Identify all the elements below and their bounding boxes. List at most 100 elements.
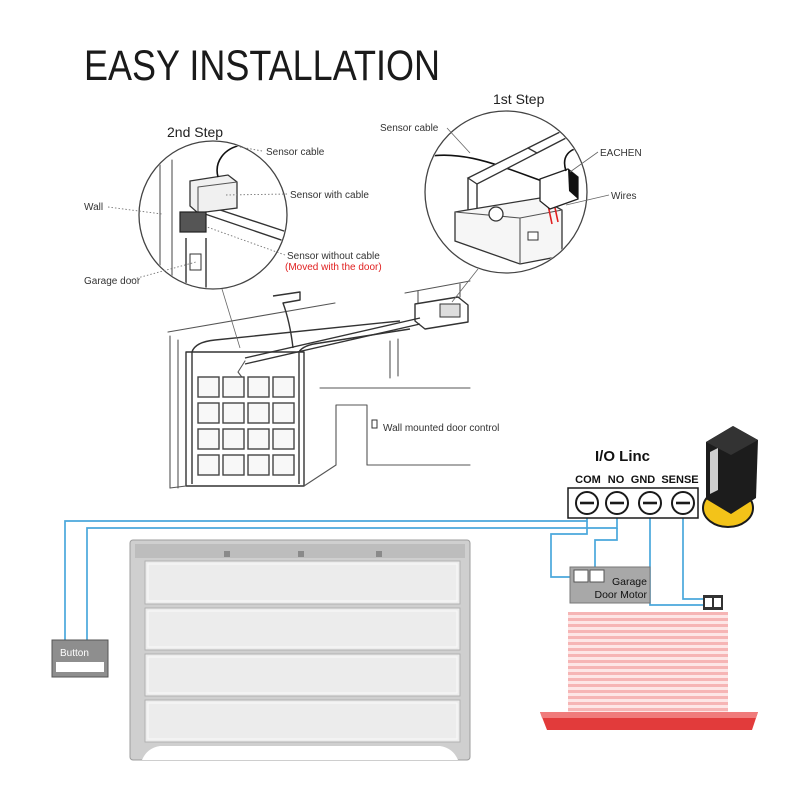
opener-motor-cover — [439, 303, 461, 318]
door-panel — [247, 402, 270, 424]
door-panel — [197, 376, 220, 398]
door-sensor — [703, 595, 723, 610]
garage-door-section — [144, 607, 461, 651]
step2-heading: 2nd Step — [167, 124, 223, 140]
rail-hanger-left — [389, 338, 399, 379]
step1-heading: 1st Step — [493, 91, 545, 107]
page-title: EASY INSTALLATION — [84, 42, 440, 90]
eachen-label: EACHEN — [600, 148, 642, 159]
garage-door-bottom-seal — [142, 746, 458, 760]
terminal-label-no: NO — [608, 474, 625, 486]
motor-terminal — [573, 569, 589, 583]
terminal-sense — [671, 491, 695, 515]
header-tab — [376, 551, 382, 557]
terminal-gnd — [638, 491, 662, 515]
door-panel — [197, 402, 220, 424]
step1-callout: 1st Step Sensor cable EACHEN Wires — [380, 91, 642, 274]
wires-label: Wires — [611, 191, 637, 202]
button-face — [56, 662, 104, 672]
door-panel — [272, 428, 295, 450]
right-track — [298, 328, 411, 484]
floor-line — [169, 464, 471, 489]
module-title: I/O Linc — [595, 448, 650, 465]
step1-connector — [451, 268, 479, 303]
wire-com-to-motor — [550, 521, 588, 578]
door-panel — [247, 428, 270, 450]
door-panel — [272, 454, 295, 476]
terminal-com — [575, 491, 599, 515]
motor-label-line-2: Door Motor — [594, 589, 647, 601]
motor-label-line-1: Garage — [612, 576, 647, 588]
door-panel — [272, 402, 295, 424]
door-panel — [222, 454, 245, 476]
opener-rail-lower — [244, 323, 421, 365]
wall-control-switch — [371, 419, 378, 429]
terminal-label-sense: SENSE — [661, 474, 698, 486]
garage-door-motor: Garage Door Motor — [569, 566, 651, 604]
bracket-arm — [527, 131, 569, 154]
wall-control-label: Wall mounted door control — [383, 423, 499, 434]
step2-callout: 2nd Step Sensor cable Sensor with cable … — [84, 124, 382, 290]
motor-terminal — [589, 569, 605, 583]
ceiling-mount — [404, 280, 471, 304]
sensor-with-cable — [189, 174, 238, 214]
garage-door-section — [144, 560, 461, 605]
wire-no-to-button — [86, 514, 618, 640]
opener-motor-unit — [414, 296, 469, 330]
terminal-label-com: COM — [575, 474, 601, 486]
sensor-with-cable-label: Sensor with cable — [290, 190, 369, 201]
opener-housing-edges — [454, 209, 563, 265]
header-tab — [298, 551, 304, 557]
moved-with-door-note: (Moved with the door) — [285, 262, 382, 273]
door-panel — [247, 454, 270, 476]
opener-rail-upper — [244, 317, 421, 359]
garage-door-section — [144, 653, 461, 697]
sensor-half — [714, 598, 721, 607]
smart-module-device — [702, 426, 758, 528]
door-panel — [197, 428, 220, 450]
step1-sensor-cable-label: Sensor cable — [380, 123, 439, 134]
striped-door-illustration — [568, 612, 728, 712]
wall-label: Wall — [84, 202, 103, 213]
eachen-device-cap — [568, 169, 578, 199]
header-tab — [224, 551, 230, 557]
door-panel-grid — [197, 376, 295, 476]
door-panel — [222, 402, 245, 424]
lift-arm — [272, 291, 301, 349]
garage-door-section-inset — [147, 563, 458, 602]
garage-scene-sketch: Wall mounted door control — [167, 280, 499, 489]
wires-leader — [565, 194, 610, 206]
step1-detail — [426, 131, 586, 265]
sensor-without-cable-label: Sensor without cable — [287, 251, 380, 262]
door-panel — [222, 376, 245, 398]
door-panel — [197, 454, 220, 476]
step2-sensor-cable-label: Sensor cable — [266, 147, 325, 158]
sensor-with-cable-face — [197, 181, 238, 214]
terminal-no — [605, 491, 629, 515]
garage-door-section-inset — [147, 656, 458, 694]
step2-bubble — [138, 140, 288, 290]
opener-bolt — [488, 206, 504, 222]
red-floor-highlight — [540, 712, 758, 718]
garage-door-leader — [129, 261, 197, 281]
step2-sensor-cable-leader — [239, 146, 263, 152]
garage-door-label: Garage door — [84, 276, 141, 287]
garage-door-illustration — [129, 539, 471, 761]
left-track — [191, 320, 401, 484]
device-label-strip — [710, 448, 718, 494]
wiring-diagram: I/O Linc COM NO GND SENSE — [51, 426, 758, 761]
door-panel — [222, 428, 245, 450]
button-label: Button — [60, 648, 89, 659]
sensor-half — [705, 598, 712, 607]
side-doorway — [335, 404, 368, 466]
garage-door-section — [144, 699, 461, 743]
wire-gnd-to-sensor — [649, 514, 703, 606]
step1-sensor-cable-leader — [446, 127, 471, 154]
garage-door-section-inset — [147, 610, 458, 648]
ceiling-line — [167, 302, 336, 333]
device-top — [706, 426, 758, 455]
wall-button: Button — [51, 639, 109, 678]
eachen-leader — [569, 151, 599, 173]
door-panel — [247, 376, 270, 398]
